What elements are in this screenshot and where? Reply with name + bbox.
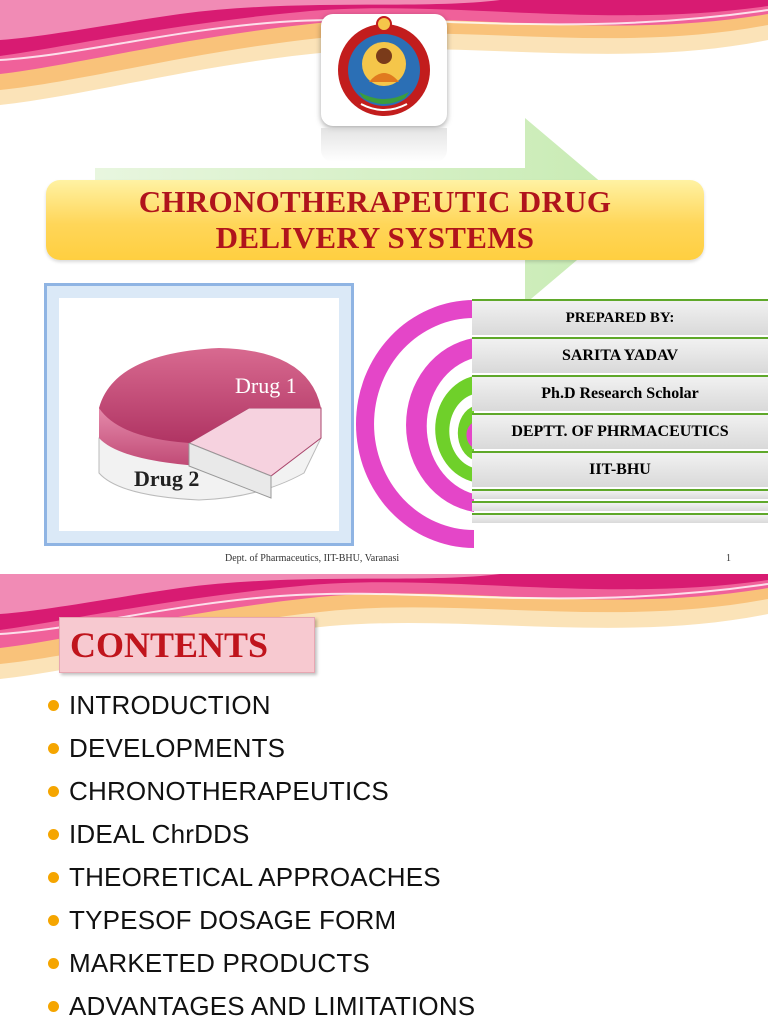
contents-list: INTRODUCTION DEVELOPMENTS CHRONOTHERAPEU…: [48, 684, 475, 1024]
list-item: THEORETICAL APPROACHES: [48, 856, 475, 899]
empty-row: [472, 501, 768, 511]
list-item: TYPESOF DOSAGE FORM: [48, 899, 475, 942]
title-line-2: DELIVERY SYSTEMS: [215, 220, 535, 255]
bilayer-tablet-icon: Drug 1 Drug 2: [98, 348, 322, 501]
empty-row: [472, 489, 768, 499]
title-banner: CHRONOTHERAPEUTIC DRUG DELIVERY SYSTEMS: [46, 180, 704, 260]
title-slide: CHRONOTHERAPEUTIC DRUG DELIVERY SYSTEMS: [0, 0, 768, 564]
bullet-dot-icon: [48, 915, 59, 926]
drug-1-label: Drug 1: [235, 373, 297, 398]
list-item-text: CHRONOTHERAPEUTICS: [69, 776, 389, 806]
empty-row: [472, 513, 768, 523]
author-name: SARITA YADAV: [472, 337, 768, 373]
contents-heading: CONTENTS: [70, 625, 269, 665]
logo-reflection: [321, 128, 447, 162]
author-institute: IIT-BHU: [472, 451, 768, 487]
drug-tablet-image-frame: Drug 1 Drug 2: [44, 283, 354, 546]
list-item: DEVELOPMENTS: [48, 727, 475, 770]
drug-2-label: Drug 2: [134, 466, 199, 491]
bullet-dot-icon: [48, 872, 59, 883]
list-item: MARKETED PRODUCTS: [48, 942, 475, 985]
bullet-dot-icon: [48, 1001, 59, 1012]
author-department: DEPTT. OF PHRMACEUTICS: [472, 413, 768, 449]
prepared-by-label: PREPARED BY:: [472, 299, 768, 335]
list-item: CHRONOTHERAPEUTICS: [48, 770, 475, 813]
bullet-dot-icon: [48, 958, 59, 969]
list-item: INTRODUCTION: [48, 684, 475, 727]
list-item: IDEAL ChrDDS: [48, 813, 475, 856]
bullet-dot-icon: [48, 829, 59, 840]
drug-tablet-illustration: Drug 1 Drug 2: [59, 298, 339, 531]
list-item-text: TYPESOF DOSAGE FORM: [69, 905, 397, 935]
title-line-1: CHRONOTHERAPEUTIC DRUG: [138, 184, 612, 219]
decorative-swoosh-header: [0, 0, 768, 105]
list-item-text: IDEAL ChrDDS: [69, 819, 250, 849]
list-item: ADVANTAGES AND LIMITATIONS: [48, 985, 475, 1024]
list-item-text: THEORETICAL APPROACHES: [69, 862, 441, 892]
slide-footer: Dept. of Pharmaceutics, IIT-BHU, Varanas…: [225, 553, 400, 564]
author-position: Ph.D Research Scholar: [472, 375, 768, 411]
contents-heading-box: CONTENTS: [59, 617, 315, 673]
bullet-dot-icon: [48, 743, 59, 754]
slide-number: 1: [726, 553, 731, 564]
university-logo: [321, 14, 447, 126]
banaras-hindu-university-seal-icon: [338, 16, 430, 116]
list-item-text: MARKETED PRODUCTS: [69, 948, 370, 978]
bullet-dot-icon: [48, 786, 59, 797]
list-item-text: DEVELOPMENTS: [69, 733, 286, 763]
contents-slide: CONTENTS INTRODUCTION DEVELOPMENTS CHRON…: [0, 574, 768, 1024]
prepared-by-table: PREPARED BY: SARITA YADAV Ph.D Research …: [472, 299, 768, 525]
bullet-dot-icon: [48, 700, 59, 711]
concentric-rings-graphic: [356, 300, 474, 548]
list-item-text: INTRODUCTION: [69, 690, 271, 720]
list-item-text: ADVANTAGES AND LIMITATIONS: [69, 991, 476, 1021]
